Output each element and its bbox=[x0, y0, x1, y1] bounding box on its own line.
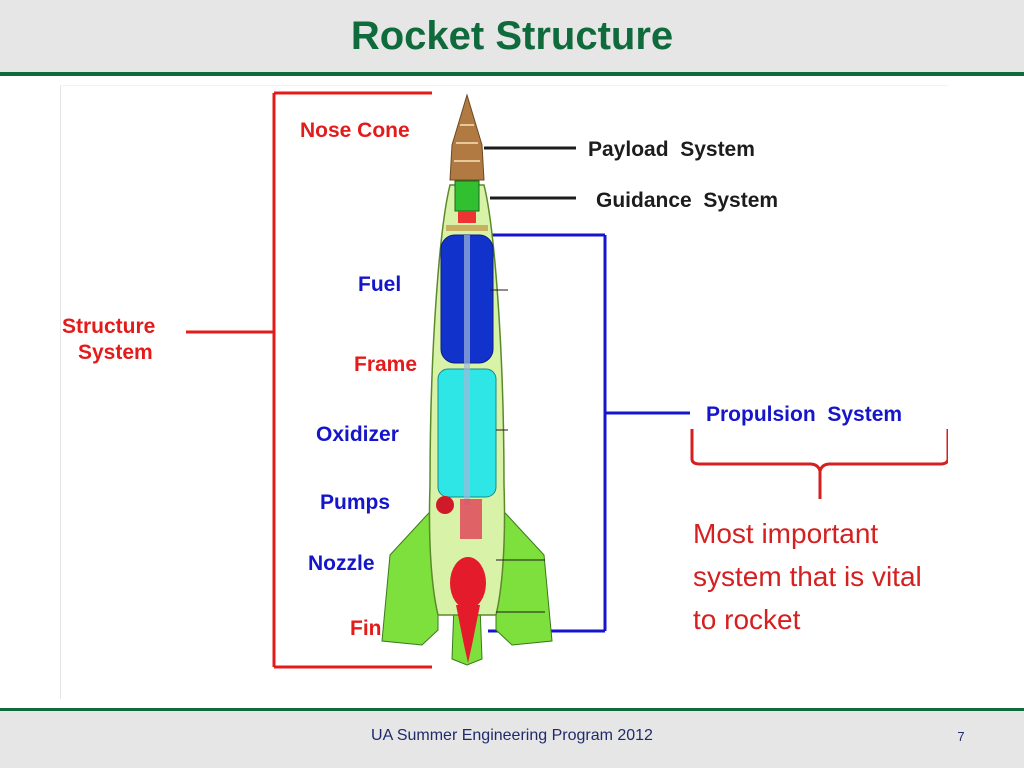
footer-rule bbox=[0, 708, 1024, 711]
combustion-chamber bbox=[450, 557, 486, 609]
label-nose-cone: Nose Cone bbox=[300, 119, 410, 142]
pump-housing bbox=[460, 499, 482, 539]
header-rule bbox=[0, 72, 1024, 76]
note-line-1: Most important bbox=[693, 518, 879, 549]
note-line-3: to rocket bbox=[693, 604, 801, 635]
guidance-part bbox=[458, 211, 476, 223]
rocket-diagram: Nose Cone Fuel Frame Oxidizer Pumps Nozz… bbox=[60, 85, 948, 699]
propulsion-brace bbox=[690, 429, 948, 499]
propulsion-note: Most important system that is vital to r… bbox=[693, 512, 993, 641]
footer-text: UA Summer Engineering Program 2012 bbox=[371, 727, 653, 744]
nose-cone bbox=[449, 93, 485, 181]
note-line-2: system that is vital bbox=[693, 561, 922, 592]
slide-footer bbox=[0, 711, 1024, 768]
rocket bbox=[381, 93, 553, 666]
label-frame: Frame bbox=[354, 353, 417, 376]
structure-bracket bbox=[186, 91, 432, 669]
label-oxidizer: Oxidizer bbox=[316, 423, 399, 446]
guidance-ring bbox=[446, 225, 488, 231]
slide-header bbox=[0, 0, 1024, 74]
nozzle bbox=[456, 605, 480, 663]
label-structure-system-line1: Structure bbox=[62, 315, 155, 338]
slide-title: Rocket Structure bbox=[350, 14, 674, 58]
rocket-diagram-svg: Nose Cone Fuel Frame Oxidizer Pumps Nozz… bbox=[60, 85, 948, 699]
feed-pipe bbox=[464, 235, 470, 505]
pump bbox=[436, 496, 454, 514]
page-number: 7 bbox=[957, 729, 965, 744]
label-propulsion-system: Propulsion System bbox=[706, 403, 902, 426]
label-structure-system-line2: System bbox=[78, 341, 153, 364]
label-payload-system: Payload System bbox=[588, 138, 755, 161]
label-guidance-system: Guidance System bbox=[596, 189, 778, 212]
label-fin: Fin bbox=[350, 617, 382, 640]
nose-texture bbox=[454, 124, 480, 162]
label-pumps: Pumps bbox=[320, 491, 390, 514]
label-fuel: Fuel bbox=[358, 273, 401, 296]
guidance-bay bbox=[454, 180, 480, 212]
label-nozzle: Nozzle bbox=[308, 552, 375, 575]
